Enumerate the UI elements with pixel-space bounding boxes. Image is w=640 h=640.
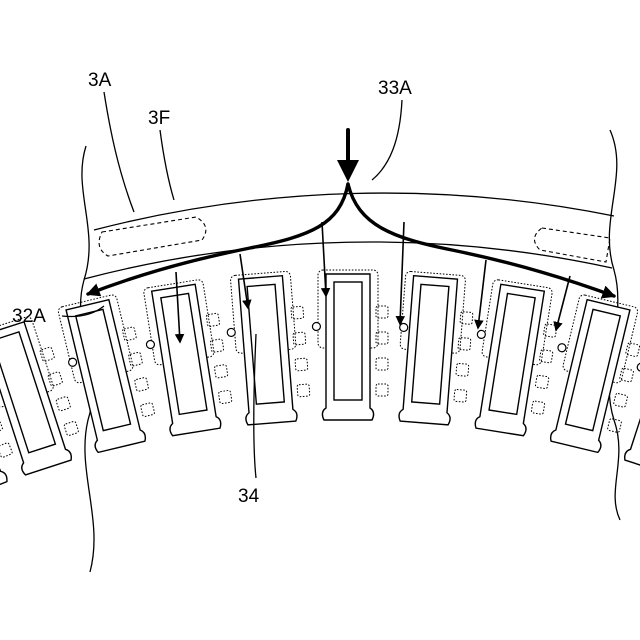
leader-3a [104,92,134,212]
label-hole: 34 [238,486,260,507]
label-center: 33A [378,78,412,99]
branch-arrow [322,222,326,296]
tooth-hole [557,343,566,352]
right-pocket [534,228,610,262]
distribution-arrow-right [348,184,614,296]
stator-slot [230,270,312,425]
branch-arrow [478,260,486,328]
leader-33a [372,100,402,180]
branch-arrow [556,276,570,330]
stator-slot [394,271,476,426]
tooth-hole [312,322,320,330]
label-flange: 3F [148,108,170,129]
stator-slot [318,270,388,420]
label-side: 32A [12,306,46,327]
tooth-hole [227,328,236,337]
leader-3f [160,130,174,200]
stator-slot [143,278,236,437]
input-arrow-head [337,160,359,182]
tooth-hole [636,362,640,372]
tooth-hole [399,323,407,331]
slot-group [0,270,640,536]
tooth-hole [146,340,155,349]
distribution-arrow-left [88,184,348,294]
stator-slot [470,279,563,438]
left-pocket [99,217,206,256]
tooth-hole [477,330,486,339]
label-core: 3A [88,70,112,91]
